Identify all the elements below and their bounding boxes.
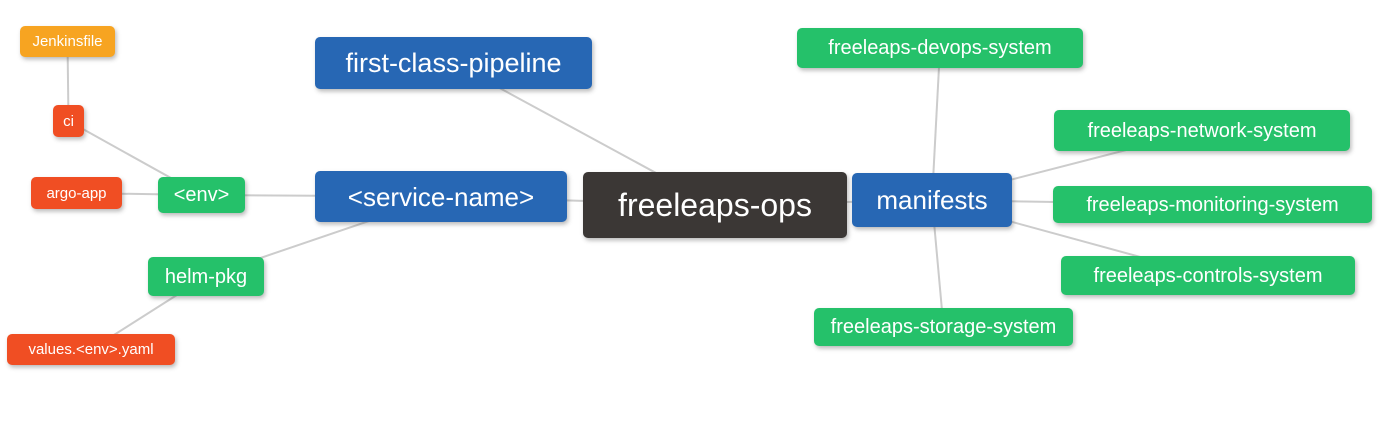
node-freeleaps-devops-system[interactable]: freeleaps-devops-system xyxy=(797,28,1083,68)
node-freeleaps-storage-system[interactable]: freeleaps-storage-system xyxy=(814,308,1073,346)
node-service-name[interactable]: <service-name> xyxy=(315,171,567,222)
node-jenkinsfile[interactable]: Jenkinsfile xyxy=(20,26,115,57)
node-freeleaps-network-system[interactable]: freeleaps-network-system xyxy=(1054,110,1350,151)
node-values-env-yaml[interactable]: values.<env>.yaml xyxy=(7,334,175,365)
node-env[interactable]: <env> xyxy=(158,177,245,213)
node-ci[interactable]: ci xyxy=(53,105,84,137)
node-freeleaps-monitoring-system[interactable]: freeleaps-monitoring-system xyxy=(1053,186,1372,223)
node-argo-app[interactable]: argo-app xyxy=(31,177,122,209)
node-freeleaps-ops-root[interactable]: freeleaps-ops xyxy=(583,172,847,238)
node-manifests[interactable]: manifests xyxy=(852,173,1012,227)
node-helm-pkg[interactable]: helm-pkg xyxy=(148,257,264,296)
node-freeleaps-controls-system[interactable]: freeleaps-controls-system xyxy=(1061,256,1355,295)
node-first-class-pipeline[interactable]: first-class-pipeline xyxy=(315,37,592,89)
